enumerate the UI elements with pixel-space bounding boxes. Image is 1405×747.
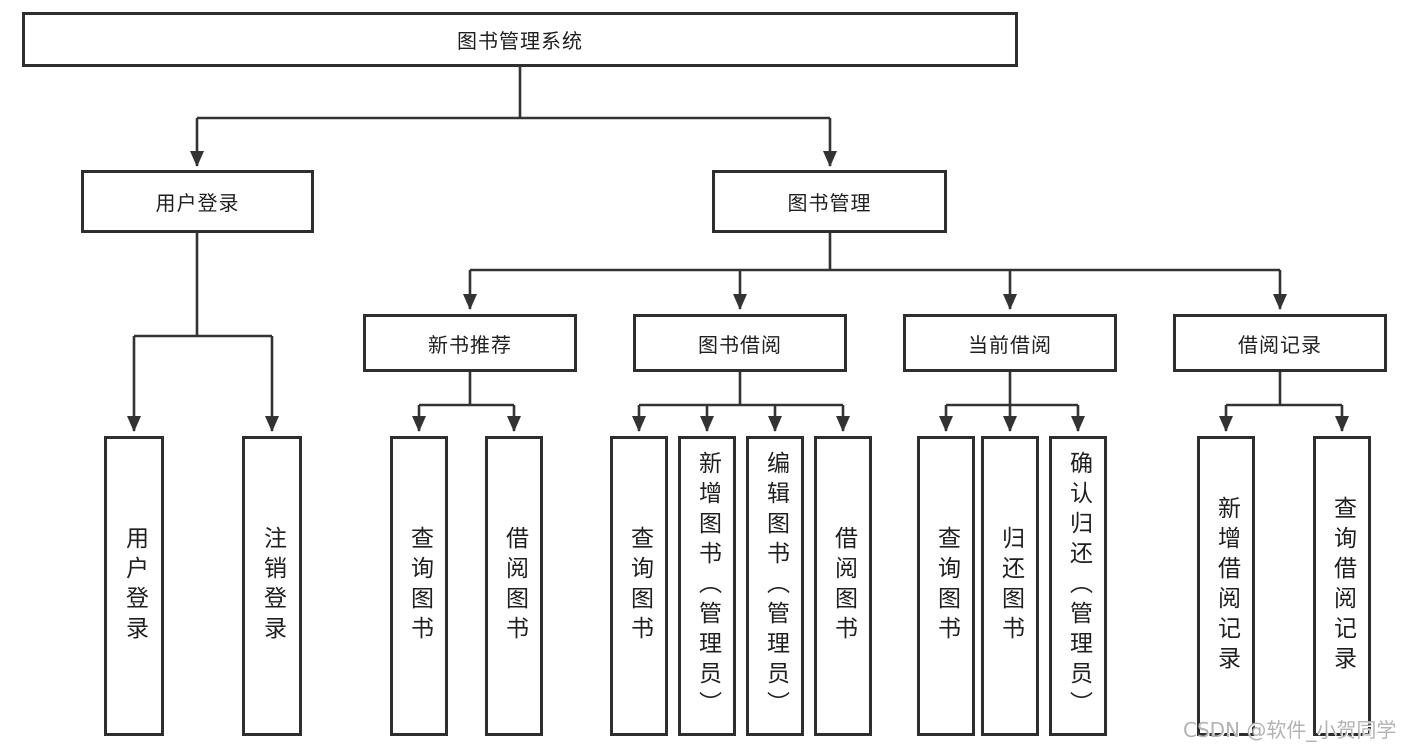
leaf-label: 查询借阅记录 bbox=[1329, 496, 1356, 676]
csdn-watermark: CSDN @软件_小贺同学 bbox=[1183, 718, 1397, 742]
leaf-label: 注销登录 bbox=[259, 526, 286, 646]
leaf-logout: 注销登录 bbox=[242, 436, 302, 736]
leaf-query-books-borrow: 查询图书 bbox=[610, 436, 668, 736]
leaf-label: 新增借阅记录 bbox=[1213, 496, 1240, 676]
leaf-query-books-current: 查询图书 bbox=[917, 436, 975, 736]
leaf-add-borrow-record: 新增借阅记录 bbox=[1197, 436, 1255, 736]
node-borrow-records: 借阅记录 bbox=[1173, 314, 1387, 372]
node-book-borrow: 图书借阅 bbox=[633, 314, 847, 372]
leaf-return-book: 归还图书 bbox=[981, 436, 1039, 736]
node-label: 当前借阅 bbox=[968, 332, 1052, 357]
node-label: 图书管理系统 bbox=[457, 29, 583, 53]
node-label: 借阅记录 bbox=[1238, 332, 1322, 357]
leaf-user-login: 用户登录 bbox=[104, 436, 164, 736]
leaf-label: 借阅图书 bbox=[501, 526, 528, 646]
leaf-label: 编辑图书（管理员） bbox=[762, 451, 789, 721]
node-user-login: 用户登录 bbox=[81, 170, 314, 233]
node-root-system: 图书管理系统 bbox=[22, 12, 1018, 67]
leaf-label: 查询图书 bbox=[933, 526, 960, 646]
node-current-borrow: 当前借阅 bbox=[903, 314, 1117, 372]
leaf-borrow-books: 借阅图书 bbox=[814, 436, 872, 736]
node-new-book-recommend: 新书推荐 bbox=[363, 314, 577, 372]
leaf-query-books-recommend: 查询图书 bbox=[390, 436, 448, 736]
node-book-management: 图书管理 bbox=[712, 170, 947, 233]
node-label: 用户登录 bbox=[155, 191, 240, 215]
node-label: 图书借阅 bbox=[698, 332, 782, 357]
leaf-label: 新增图书（管理员） bbox=[694, 451, 721, 721]
node-label: 新书推荐 bbox=[428, 332, 512, 357]
leaf-add-book-admin: 新增图书（管理员） bbox=[678, 436, 736, 736]
leaf-label: 查询图书 bbox=[626, 526, 653, 646]
leaf-edit-book-admin: 编辑图书（管理员） bbox=[746, 436, 804, 736]
leaf-confirm-return-admin: 确认归还（管理员） bbox=[1049, 436, 1107, 736]
leaf-borrow-books-recommend: 借阅图书 bbox=[485, 436, 543, 736]
node-label: 图书管理 bbox=[787, 191, 872, 215]
leaf-label: 查询图书 bbox=[406, 526, 433, 646]
leaf-query-borrow-record: 查询借阅记录 bbox=[1313, 436, 1371, 736]
leaf-label: 用户登录 bbox=[121, 526, 148, 646]
leaf-label: 归还图书 bbox=[997, 526, 1024, 646]
leaf-label: 确认归还（管理员） bbox=[1065, 451, 1092, 721]
leaf-label: 借阅图书 bbox=[830, 526, 857, 646]
